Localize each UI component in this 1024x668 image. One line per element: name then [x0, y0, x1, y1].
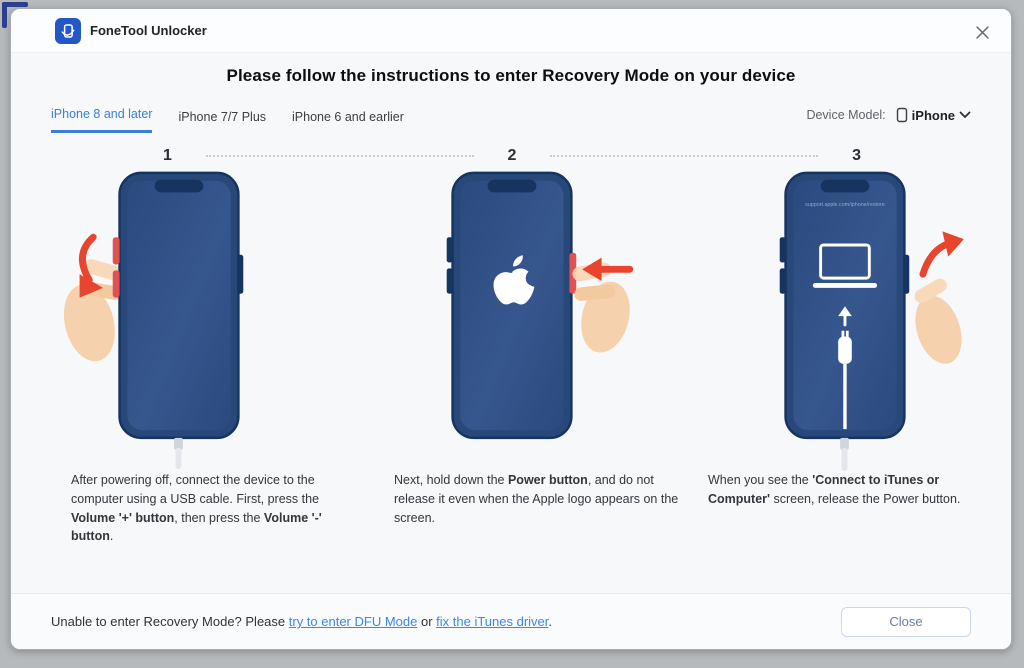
- step-1-instruction: After powering off, connect the device t…: [71, 473, 322, 544]
- tab-iphone-7-7plus[interactable]: iPhone 7/7 Plus: [178, 110, 267, 124]
- step-2-instruction: Next, hold down the Power button, and do…: [394, 473, 679, 525]
- fonetool-logo-icon: [55, 17, 81, 44]
- step-3-number: 3: [852, 147, 861, 164]
- tabs-row: iPhone 8 and later iPhone 7/7 Plus iPhon…: [51, 107, 971, 133]
- illustrations-row: support.apple.com/iphone/restore: [11, 169, 1011, 471]
- step-numbers-row: 1 2 3: [11, 147, 1011, 165]
- screenshot-corner-marker: [2, 2, 28, 28]
- hand-releasing: [914, 278, 962, 364]
- apple-logo-icon: [493, 255, 535, 305]
- up-arrow-icon: [838, 306, 853, 327]
- step-2-number: 2: [507, 147, 517, 164]
- app-window: FoneTool Unlocker Please follow the inst…: [10, 8, 1012, 650]
- device-model-label: Device Model:: [806, 108, 886, 122]
- step-3-illustration: support.apple.com/iphone/restore: [678, 169, 1011, 471]
- device-model-control: Device Model: iPhone: [806, 107, 971, 123]
- footer-help-text: Unable to enter Recovery Mode? Please tr…: [51, 614, 552, 629]
- step-1-number: 1: [163, 147, 172, 164]
- arrow-hold-icon: [582, 257, 634, 282]
- window-close-icon[interactable]: [971, 21, 993, 43]
- laptop-icon: [813, 243, 878, 288]
- lightning-cable-icon: [838, 330, 853, 430]
- device-model-value: iPhone: [911, 107, 955, 123]
- tab-iphone-6-and-earlier[interactable]: iPhone 6 and earlier: [292, 110, 404, 124]
- close-button[interactable]: Close: [841, 606, 971, 637]
- instructions-row: After powering off, connect the device t…: [11, 471, 1011, 546]
- step-connector-line: [550, 155, 819, 157]
- arrow-press-icon: [78, 233, 103, 298]
- step-2-illustration: [344, 169, 677, 471]
- footer-text-before: Unable to enter Recovery Mode? Please: [51, 614, 289, 629]
- tab-iphone-8-and-later[interactable]: iPhone 8 and later: [51, 107, 153, 133]
- page-title: Please follow the instructions to enter …: [226, 66, 796, 85]
- step-3-instruction: When you see the 'Connect to iTunes or C…: [708, 473, 961, 506]
- footer-text-after: .: [548, 614, 553, 629]
- app-title: FoneTool Unlocker: [90, 23, 207, 38]
- step-connector-line: [205, 155, 474, 157]
- step-1-illustration: [11, 169, 344, 471]
- device-model-dropdown[interactable]: iPhone: [896, 107, 971, 123]
- title-bar: FoneTool Unlocker: [11, 9, 1011, 53]
- phone-icon: [896, 107, 907, 123]
- restore-url-caption: support.apple.com/iphone/restore: [805, 202, 885, 208]
- arrow-release-icon: [919, 231, 965, 278]
- hand-pressing-power: [572, 262, 630, 353]
- dfu-mode-link[interactable]: try to enter DFU Mode: [288, 614, 418, 629]
- footer-bar: Unable to enter Recovery Mode? Please tr…: [11, 593, 1011, 649]
- itunes-driver-link[interactable]: fix the iTunes driver: [436, 614, 549, 629]
- footer-text-mid: or: [417, 614, 437, 629]
- chevron-down-icon: [959, 111, 971, 118]
